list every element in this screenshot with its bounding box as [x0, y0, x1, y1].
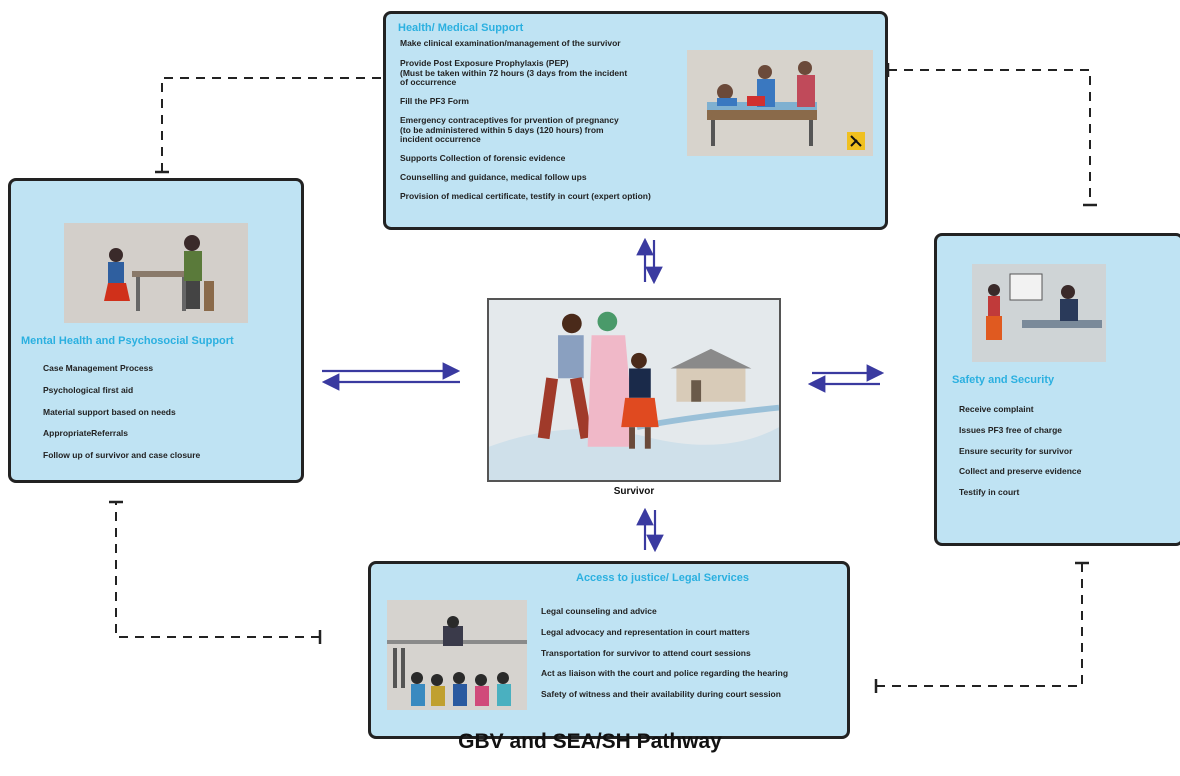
- safety-item: Testify in court: [959, 487, 1020, 498]
- mental-items: Case Management Process Psychological fi…: [43, 363, 293, 473]
- health-item: Emergency contraceptives for prvention o…: [400, 114, 619, 145]
- safety-item: Collect and preserve evidence: [959, 466, 1082, 477]
- legal-item: Act as liaison with the court and police…: [541, 668, 789, 679]
- dashed-connector-safety-legal: [876, 563, 1083, 687]
- dashed-cycle-connectors: [115, 69, 1091, 687]
- mental-item: Psychological first aid: [43, 384, 134, 395]
- mental-item: Material support based on needs: [43, 406, 176, 417]
- health-item: Make clinical examination/management of …: [400, 38, 621, 48]
- mental-item: Case Management Process: [43, 363, 154, 373]
- police-illustration: [972, 264, 1106, 362]
- safety-item: Receive complaint: [959, 404, 1034, 414]
- safety-item: Issues PF3 free of charge: [959, 424, 1062, 435]
- dashed-connector-health-safety: [888, 69, 1091, 205]
- page-title: GBV and SEA/SH Pathway: [458, 730, 722, 753]
- legal-item: Legal advocacy and representation in cou…: [541, 626, 750, 637]
- survivor-illustration: [487, 298, 781, 482]
- health-item: Supports Collection of forensic evidence: [400, 153, 566, 164]
- safety-title: Safety and Security: [952, 374, 1055, 386]
- health-item: Provision of medical certificate, testif…: [400, 190, 651, 201]
- safety-items: Receive complaint Issues PF3 free of cha…: [959, 404, 1174, 509]
- clinic-illustration: [687, 50, 873, 156]
- counselling-illustration: [64, 223, 248, 323]
- health-item: Fill the PF3 Form: [400, 96, 469, 107]
- legal-item: Transportation for survivor to attend co…: [541, 647, 751, 658]
- legal-title: Access to justice/ Legal Services: [576, 572, 750, 584]
- dashed-connector-legal-mental: [115, 502, 320, 638]
- survivor-label: Survivor: [613, 486, 655, 497]
- safety-security-box: Safety and Security Receive complaint Is…: [934, 233, 1180, 546]
- health-medical-box: Health/ Medical Support Make clinical ex…: [383, 11, 888, 230]
- mental-health-box: Mental Health and Psychosocial Support C…: [8, 178, 304, 483]
- legal-services-box: Access to justice/ Legal Services Legal …: [368, 561, 850, 739]
- health-items: Make clinical examination/management of …: [400, 38, 700, 212]
- double-arrows: [321, 237, 885, 553]
- legal-items: Legal counseling and advice Legal advoca…: [541, 606, 841, 711]
- mental-item: Follow up of survivor and case closure: [43, 450, 201, 461]
- health-title: Health/ Medical Support: [398, 22, 524, 34]
- dashed-connector-mental-health: [161, 77, 384, 172]
- health-item: Provide Post Exposure Prophylaxis (PEP) …: [400, 57, 628, 88]
- mental-item: AppropriateReferrals: [43, 428, 129, 439]
- safety-item: Ensure security for survivor: [959, 445, 1073, 456]
- mental-title: Mental Health and Psychosocial Support: [21, 335, 234, 347]
- court-illustration: [387, 600, 527, 710]
- connector-end-ticks: [109, 63, 1097, 693]
- health-item: Counselling and guidance, medical follow…: [400, 171, 587, 182]
- legal-item: Legal counseling and advice: [541, 606, 657, 616]
- legal-item: Safety of witness and their availability…: [541, 689, 781, 700]
